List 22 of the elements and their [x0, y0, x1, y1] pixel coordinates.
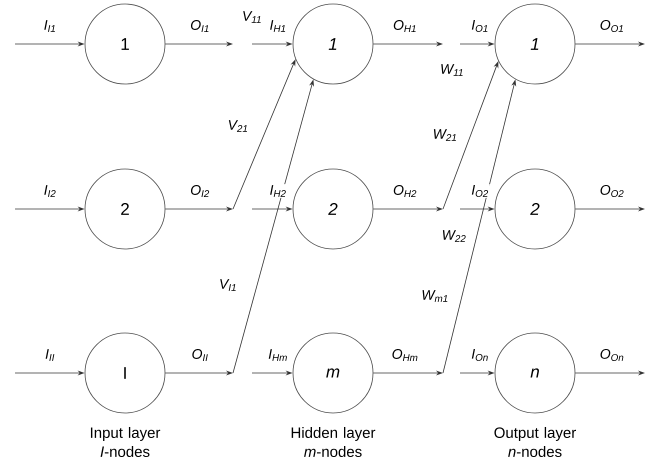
edge-label: O$_{I1}$ [189, 19, 211, 33]
edge-label: W$_{m1}$ [420, 289, 450, 303]
edge-label: I$_{II}$ [44, 348, 56, 362]
edge-label: O$_{H1}$ [392, 19, 418, 33]
edge-label: I$_{H2}$ [268, 184, 288, 198]
edge-label: I$_{I2}$ [42, 184, 58, 198]
edge-label: O$_{H2}$ [392, 184, 418, 198]
edge-label: V$_{21}$ [226, 119, 250, 133]
edge-label: I$_{I1}$ [42, 19, 58, 33]
edge-label: O$_{O2}$ [598, 184, 626, 198]
edge-label: O$_{O1}$ [598, 18, 626, 34]
edge-label: I$_{Hm}$ [267, 348, 289, 362]
edge-label: I$_{O1}$ [470, 19, 490, 33]
edge-label: O$_{II}$ [190, 348, 210, 362]
edge-label: V$_{I1}$ [218, 278, 238, 292]
edge-label: O$_{I2}$ [189, 184, 211, 198]
edge-label: I$_{O2}$ [470, 184, 490, 198]
edge-label: I$_{H1}$ [268, 19, 288, 33]
edge-label: I$_{On}$ [470, 348, 490, 362]
edge-label: W$_{21}$ [432, 128, 458, 142]
edge-label: O$_{Hm}$ [390, 348, 420, 362]
edge-label: O$_{On}$ [598, 348, 626, 362]
